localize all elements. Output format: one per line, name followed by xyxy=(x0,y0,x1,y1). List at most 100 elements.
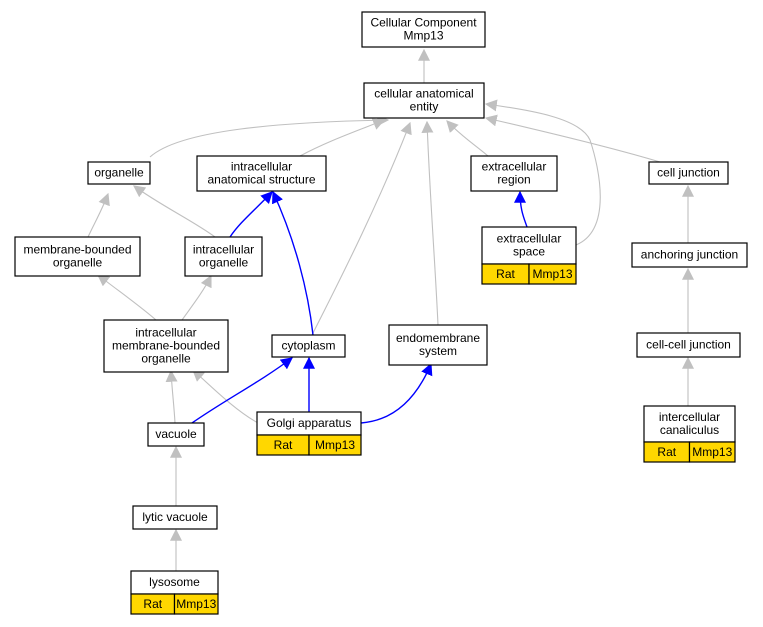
node-label: intercellular xyxy=(659,410,720,424)
species-label: Rat xyxy=(657,445,676,459)
node-label: Cellular Component xyxy=(370,16,477,30)
edge-endomembrane-to-entity xyxy=(421,120,439,326)
node-box xyxy=(631,242,748,268)
edge-vacuole-to-cytoplasm xyxy=(191,357,293,424)
node-box xyxy=(87,161,151,185)
gene-label: Mmp13 xyxy=(315,438,355,452)
node-box xyxy=(643,405,736,443)
edges-layer xyxy=(87,48,694,571)
node-label: intracellular xyxy=(193,243,254,257)
node-label: anchoring junction xyxy=(641,248,738,262)
edge-intracellular-organelle-to-intracellular-structure xyxy=(229,191,273,238)
edge-intracellular-mbo-to-intracellular-organelle xyxy=(181,274,212,321)
node-label: system xyxy=(419,344,457,358)
node-vacuole[interactable]: vacuole xyxy=(147,422,205,447)
node-cell-junction[interactable]: cell junction xyxy=(648,161,729,185)
edge-membrane-bounded-to-organelle xyxy=(87,192,110,238)
gene-cell xyxy=(528,263,577,285)
node-label: lytic vacuole xyxy=(142,510,208,524)
node-box xyxy=(196,155,327,192)
annotation-row: Rat Mmp13 xyxy=(481,263,577,285)
annotation-row: Rat Mmp13 xyxy=(256,434,362,456)
edge-cytoplasm-to-entity xyxy=(311,121,412,336)
edge-organelle-to-entity xyxy=(149,114,390,158)
node-label: membrane-bounded xyxy=(23,243,131,257)
node-label: cell-cell junction xyxy=(646,338,731,352)
edge-intracellular-mbo-to-membrane-bounded xyxy=(97,274,157,321)
node-box xyxy=(481,226,577,265)
node-box xyxy=(103,319,229,373)
node-label: cell junction xyxy=(657,166,720,180)
gene-label: Mmp13 xyxy=(532,267,572,281)
node-label: Mmp13 xyxy=(403,29,443,43)
edge-golgi-to-endomembrane xyxy=(360,362,433,424)
edge-extracellular-space-to-entity xyxy=(484,99,601,246)
node-label: extracellular xyxy=(497,232,562,246)
annotation-row: Rat Mmp13 xyxy=(130,593,219,615)
node-label: lysosome xyxy=(149,575,200,589)
species-label: Rat xyxy=(496,267,515,281)
edge-extracellular-region-to-entity xyxy=(446,120,489,157)
node-label: entity xyxy=(410,100,439,114)
node-box xyxy=(470,155,558,192)
node-label: space xyxy=(513,245,545,259)
node-organelle[interactable]: organelle xyxy=(87,161,151,185)
species-label: Rat xyxy=(274,438,293,452)
node-box xyxy=(363,82,485,119)
node-cell-cell-junction[interactable]: cell-cell junction xyxy=(636,332,741,358)
edge-vacuole-to-intracellular-mbo xyxy=(165,369,178,424)
node-label: organelle xyxy=(94,166,144,180)
node-label: membrane-bounded xyxy=(112,339,220,353)
gene-label: Mmp13 xyxy=(176,597,216,611)
species-label: Rat xyxy=(143,597,162,611)
node-box xyxy=(388,324,488,366)
node-label: intracellular xyxy=(135,326,196,340)
node-box xyxy=(271,334,346,358)
node-label: anatomical structure xyxy=(207,173,315,187)
gene-label: Mmp13 xyxy=(692,445,732,459)
node-label: vacuole xyxy=(155,427,197,441)
gene-cell xyxy=(688,441,736,463)
edge-cytoplasm-to-intracellular-structure xyxy=(272,190,314,336)
node-label: endomembrane xyxy=(396,331,480,345)
gene-cell xyxy=(173,593,219,615)
node-lytic-vacuole[interactable]: lytic vacuole xyxy=(132,505,218,530)
node-box xyxy=(132,505,218,530)
node-box xyxy=(361,11,486,48)
edge-intracellular-organelle-to-organelle xyxy=(133,185,216,238)
node-label: intracellular xyxy=(231,160,292,174)
edge-intracellular-structure-to-entity xyxy=(299,118,386,157)
annotation-row: Rat Mmp13 xyxy=(643,441,736,463)
node-label: extracellular xyxy=(482,160,547,174)
node-box xyxy=(14,236,141,277)
edge-golgi-to-intracellular-mbo xyxy=(192,369,259,424)
node-label: organelle xyxy=(199,256,249,270)
node-label: region xyxy=(497,173,530,187)
node-box xyxy=(636,332,741,358)
gene-cell xyxy=(308,434,362,456)
node-box xyxy=(147,422,205,447)
edge-cell-junction-to-entity xyxy=(484,114,661,163)
node-label: organelle xyxy=(141,352,191,366)
node-label: canaliculus xyxy=(660,423,719,437)
node-box xyxy=(184,236,263,277)
node-anchoring-junction[interactable]: anchoring junction xyxy=(631,242,748,268)
node-box xyxy=(648,161,729,185)
node-label: cellular anatomical xyxy=(374,87,473,101)
node-cytoplasm[interactable]: cytoplasm xyxy=(271,334,346,358)
node-label: cytoplasm xyxy=(281,339,335,353)
